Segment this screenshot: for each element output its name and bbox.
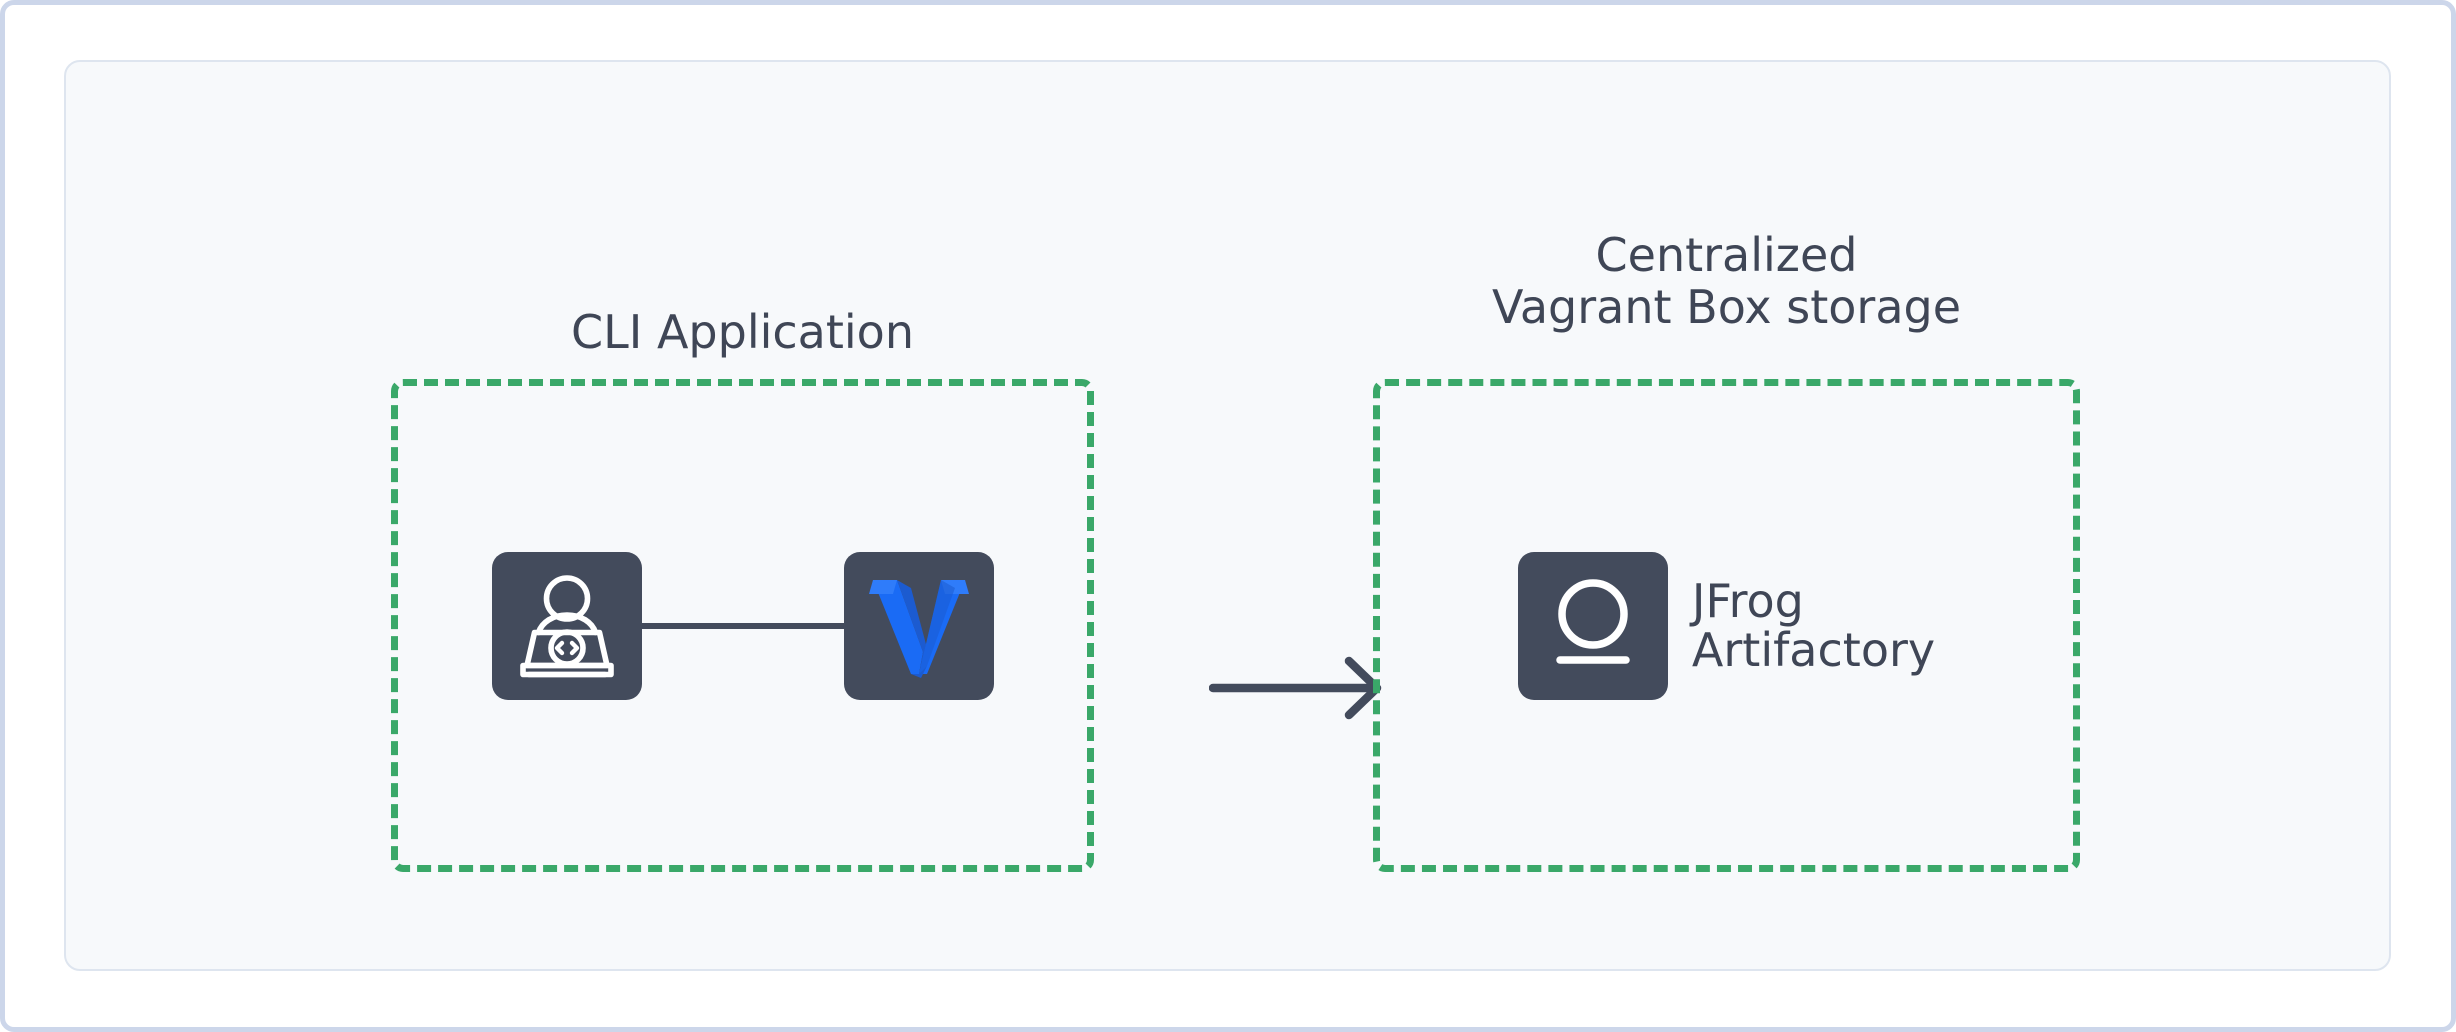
arrow-right-icon bbox=[1208, 656, 1389, 725]
diagram-panel: CLI Application bbox=[64, 60, 2391, 971]
vagrant-logo-icon-tile[interactable] bbox=[843, 551, 994, 700]
group-contents-vagrant-box-storage: JFrog Artifactory bbox=[1380, 386, 2073, 865]
group-title-vagrant-box-storage: Centralized Vagrant Box storage bbox=[1491, 228, 1962, 334]
connector-developer-to-vagrant bbox=[641, 622, 844, 629]
developer-laptop-icon-tile[interactable] bbox=[491, 551, 642, 700]
jfrog-artifactory-icon-tile[interactable] bbox=[1517, 551, 1668, 700]
group-title-cli-application: CLI Application bbox=[571, 305, 914, 359]
jfrog-artifactory-node[interactable]: JFrog Artifactory bbox=[1517, 551, 1936, 700]
jfrog-artifactory-label: JFrog Artifactory bbox=[1691, 574, 1936, 677]
jfrog-artifactory-icon bbox=[1541, 574, 1645, 678]
flow-arrow bbox=[1208, 655, 1389, 721]
group-box-cli-application bbox=[391, 379, 1094, 872]
vagrant-logo-icon bbox=[868, 574, 969, 678]
group-box-vagrant-box-storage: JFrog Artifactory bbox=[1373, 379, 2080, 872]
group-contents-cli-application bbox=[398, 386, 1087, 865]
developer-laptop-icon bbox=[512, 574, 622, 678]
